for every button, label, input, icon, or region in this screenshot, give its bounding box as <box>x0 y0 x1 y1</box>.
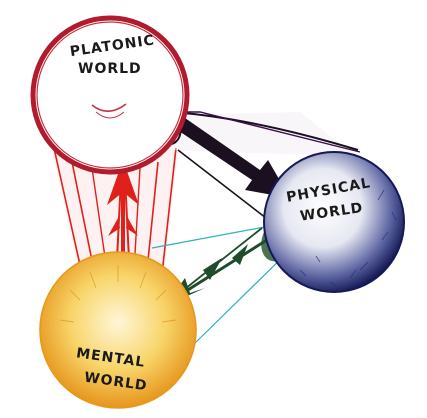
platonic-to-mental-cone <box>52 147 178 310</box>
arrowhead-up <box>107 160 139 205</box>
arrow-platonic-to-physical <box>170 118 290 198</box>
mental-world: MENTAL WORLD <box>39 251 197 409</box>
physical-world: PHYSICAL WORLD <box>263 151 405 293</box>
platonic-world: PLATONIC WORLD <box>30 15 190 175</box>
platonic-world-label-line2: WORLD <box>78 61 142 77</box>
